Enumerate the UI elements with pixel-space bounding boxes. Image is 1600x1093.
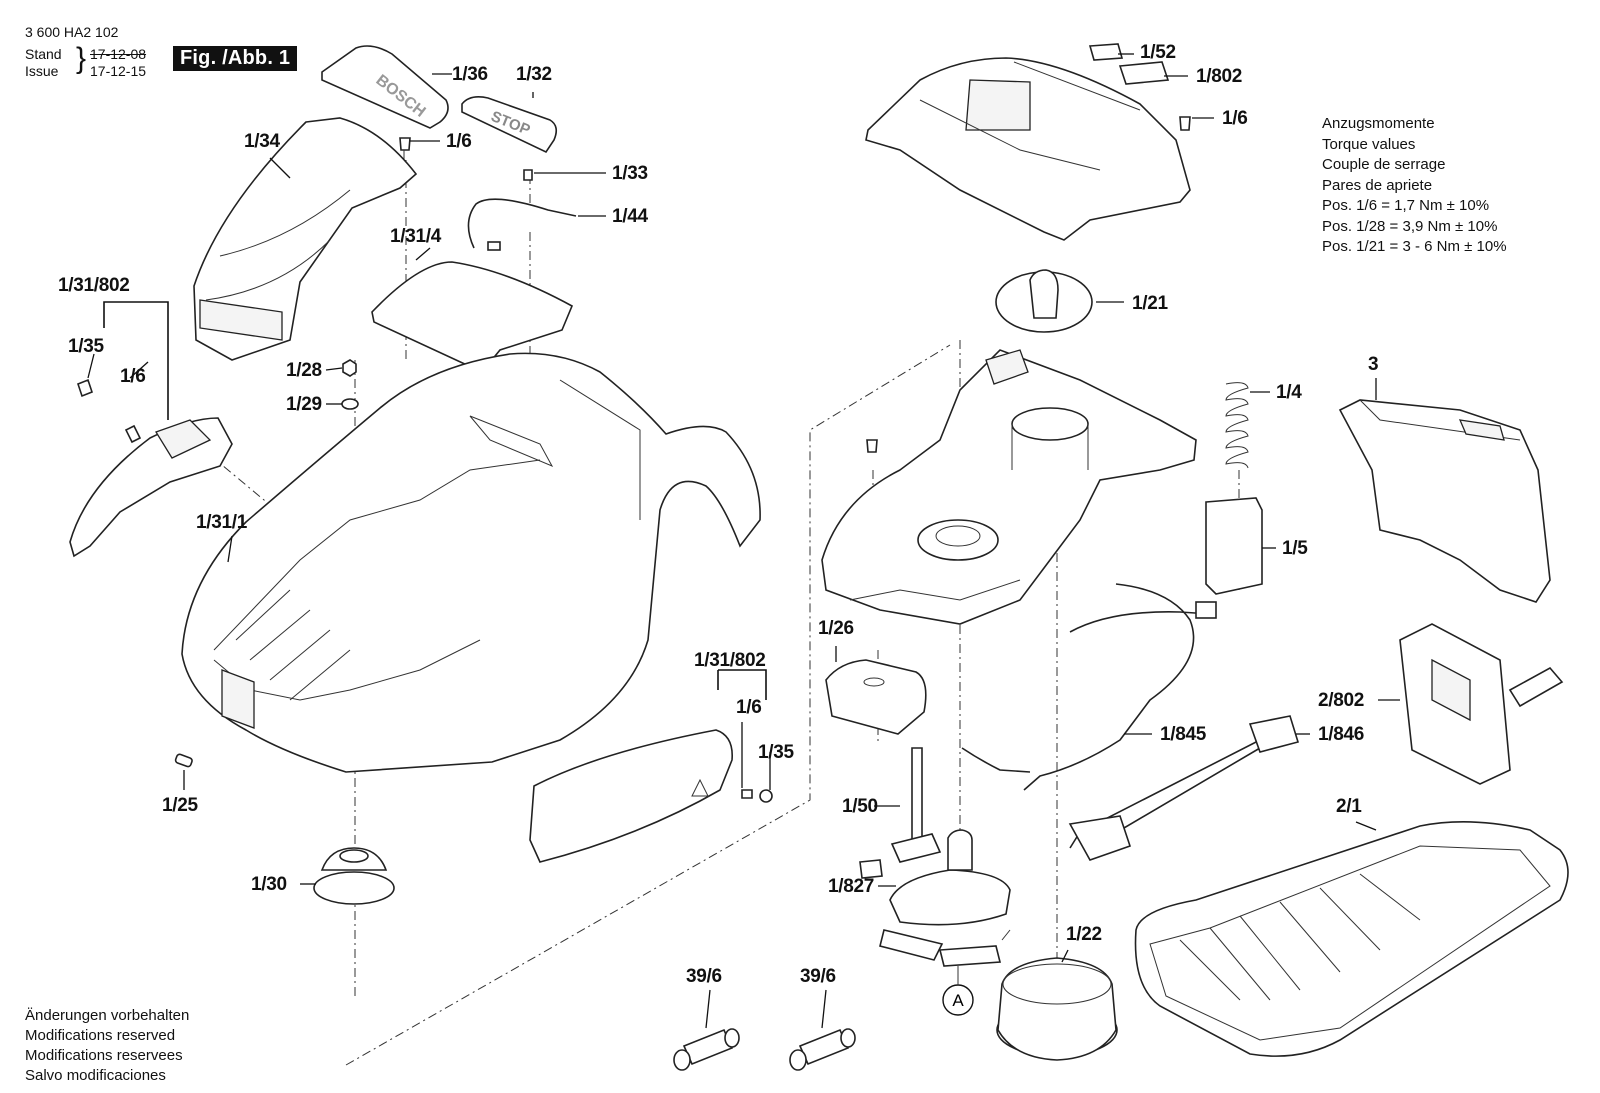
part-label: 39/6 [800, 966, 836, 987]
callout-a-letter: A [952, 991, 964, 1010]
charger-plug-part [1399, 623, 1564, 785]
issue-date: 17-12-15 [90, 63, 147, 79]
torque-notes: Anzugsmomente Torque values Couple de se… [1322, 114, 1507, 258]
cable-1-44 [467, 198, 577, 249]
left-side-cover-part [69, 378, 233, 558]
nut-part [342, 359, 357, 377]
cutter-ring-part [996, 957, 1118, 1061]
part-label: 1/35 [68, 336, 104, 357]
part-label: 1/5 [1282, 538, 1308, 559]
part-label: 1/31/802 [694, 650, 766, 671]
front-cover-part [193, 117, 418, 361]
part-label: 1/22 [1066, 924, 1102, 945]
part-label: 1/6 [736, 697, 762, 718]
footer-line: Modifications reserved [25, 1027, 176, 1044]
pin-part [174, 753, 193, 768]
torque-line: Pares de apriete [1322, 176, 1433, 194]
part-label: 1/33 [612, 163, 648, 184]
part-label: 1/34 [244, 131, 280, 152]
part-label: 1/25 [162, 795, 198, 816]
chassis-part [821, 349, 1197, 625]
part-label: 1/30 [251, 874, 287, 895]
footer-notes: Änderungen vorbehalten Modifications res… [25, 1006, 189, 1086]
doc-number: 3 600 HA2 102 [25, 24, 119, 40]
torque-line: Couple de serrage [1322, 156, 1446, 173]
footer-line: Modifications reservees [25, 1047, 183, 1064]
part-label: 1/44 [612, 206, 648, 227]
top-cover-part [865, 43, 1191, 241]
part-label: 1/6 [1222, 108, 1248, 129]
part-label: 1/802 [1196, 66, 1243, 87]
slider-part [1205, 497, 1263, 595]
part-label: 1/29 [286, 394, 322, 415]
base-plate-part [1134, 821, 1569, 1057]
part-label: 1/26 [818, 618, 854, 639]
main-housing-part [181, 352, 761, 773]
part-label: 1/31/802 [58, 275, 130, 296]
part-label: 1/36 [452, 64, 488, 85]
part-label: 1/6 [446, 131, 472, 152]
motor-board-part [859, 829, 1011, 967]
part-label: 39/6 [686, 966, 722, 987]
washer-part [341, 398, 359, 410]
plug-part-b [789, 1028, 856, 1071]
height-knob-part [995, 269, 1093, 333]
part-label: 1/28 [286, 360, 322, 381]
connector-harness-part [1068, 715, 1300, 861]
part-label: 1/31/1 [196, 512, 248, 533]
group-bracket [103, 301, 169, 420]
part-label: 2/1 [1336, 796, 1362, 817]
rear-cover-part [1338, 399, 1551, 603]
bosch-logo-cover: BOSCH [321, 45, 449, 129]
top-flap-part [371, 261, 574, 373]
cable-plug [487, 241, 501, 251]
part-label: 1/845 [1160, 724, 1207, 745]
part-label: 1/846 [1318, 724, 1365, 745]
footer-line: Änderungen vorbehalten [25, 1007, 190, 1024]
foot-part [313, 847, 395, 905]
group-bracket [717, 669, 767, 700]
footer-line: Salvo modificaciones [25, 1067, 166, 1084]
part-label: 1/31/4 [390, 226, 442, 247]
part-label: 1/32 [516, 64, 552, 85]
right-side-cover-part [529, 729, 773, 863]
torque-value: Pos. 1/21 = 3 - 6 Nm ± 10% [1322, 238, 1507, 255]
spring-part [1225, 382, 1249, 469]
part-label: 2/802 [1318, 690, 1365, 711]
sensor-rail-part [890, 747, 942, 863]
stand-date: 17-12-08 [90, 46, 147, 62]
stand-label: Stand [25, 46, 62, 62]
header-brace: } [76, 42, 87, 75]
plug-part-a [673, 1028, 740, 1071]
part-label: 1/6 [120, 366, 146, 387]
torque-line: Anzugsmomente [1322, 115, 1435, 132]
stop-button-part: STOP [461, 96, 558, 154]
screw-parts [124, 116, 1191, 799]
torque-value: Pos. 1/6 = 1,7 Nm ± 10% [1322, 197, 1490, 214]
part-label: 1/50 [842, 796, 878, 817]
torque-line: Torque values [1322, 135, 1416, 153]
sensor-housing-part [825, 659, 927, 735]
part-label: 1/52 [1140, 42, 1176, 63]
issue-label: Issue [25, 63, 59, 79]
part-label: 1/4 [1276, 382, 1302, 403]
part-label: 1/35 [758, 742, 794, 763]
part-label: 3 [1368, 354, 1379, 375]
wiring-harness-part [961, 583, 1217, 791]
part-label: 1/827 [828, 876, 875, 897]
leader-lines [87, 53, 1400, 1029]
figure-badge: Fig. /Abb. 1 [173, 46, 298, 71]
torque-value: Pos. 1/28 = 3,9 Nm ± 10% [1322, 217, 1498, 235]
part-label: 1/21 [1132, 293, 1168, 314]
